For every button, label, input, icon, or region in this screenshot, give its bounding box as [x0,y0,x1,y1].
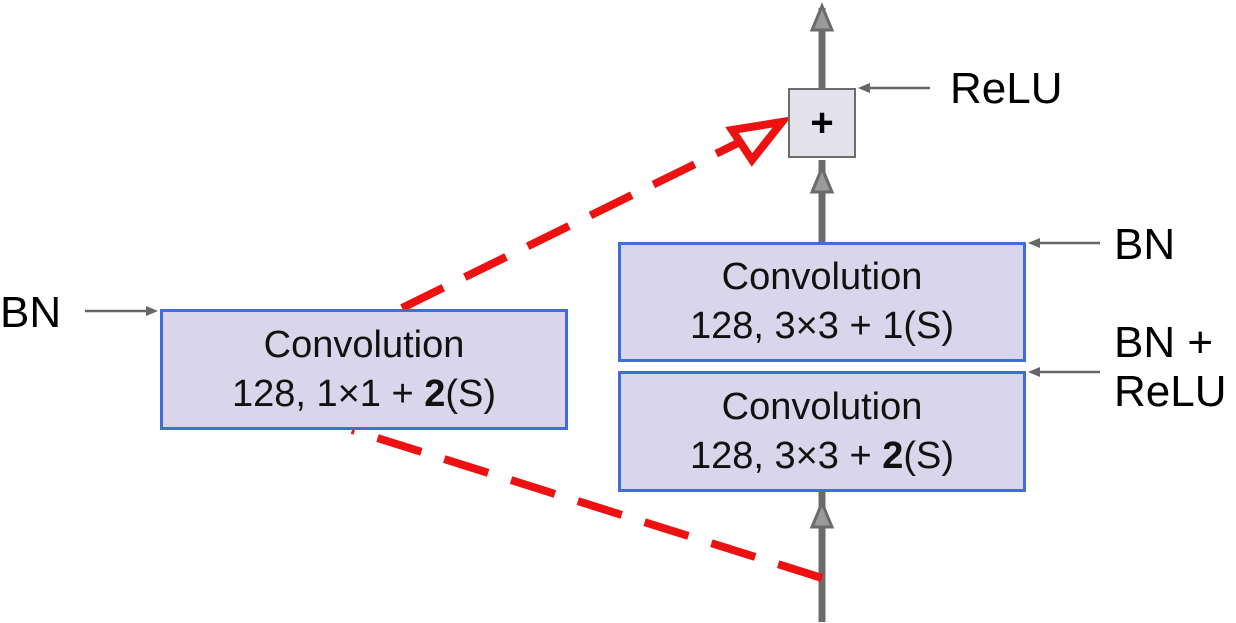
conv-box-shortcut: Convolution 128, 1×1 + 2(S) [160,309,568,430]
input-arrowhead [809,499,835,529]
relu-label: ReLU [950,64,1063,113]
bn-relu-label-line2: ReLU [1114,367,1227,417]
bn-left-pointer-head [146,306,158,316]
conv-bottom-spec: 128, 3×3 + 2(S) [690,432,954,481]
bn-relu-label-line1: BN + [1114,318,1214,367]
output-arrowhead [809,2,835,32]
conv-bottom-spec-prefix: 128, 3×3 + [689,434,883,477]
add-input-arrowhead [809,164,835,194]
conv-shortcut-stride: 2 [424,372,446,415]
conv-box-top: Convolution 128, 3×3 + 1(S) [618,242,1026,362]
conv-shortcut-spec-suffix: (S) [445,372,497,415]
shortcut-arrowhead [725,116,792,167]
bn-left-label: BN [0,288,62,337]
plus-symbol: + [810,100,834,145]
conv-bottom-title: Convolution [721,385,923,428]
bn-top-pointer-head [1028,238,1040,248]
conv-shortcut-spec: 128, 1×1 + 2(S) [232,370,496,419]
conv-bottom-stride: 2 [882,434,904,477]
conv-shortcut-title: Convolution [263,323,465,366]
conv-shortcut-spec-prefix: 128, 1×1 + [231,372,425,415]
conv-bottom-spec-suffix: (S) [903,434,955,477]
conv-top-spec: 128, 3×3 + 1(S) [689,305,955,347]
shortcut-upper-dashed [400,138,742,312]
add-node: + [788,88,856,158]
conv-top-title: Convolution [721,256,923,299]
bn-relu-pointer-head [1028,367,1040,377]
relu-pointer-head [858,83,870,93]
bn-top-label: BN [1114,220,1176,269]
shortcut-lower-dashed [350,426,824,582]
conv-box-bottom: Convolution 128, 3×3 + 2(S) [618,371,1026,492]
bn-relu-label: BN + ReLU [1114,318,1227,417]
